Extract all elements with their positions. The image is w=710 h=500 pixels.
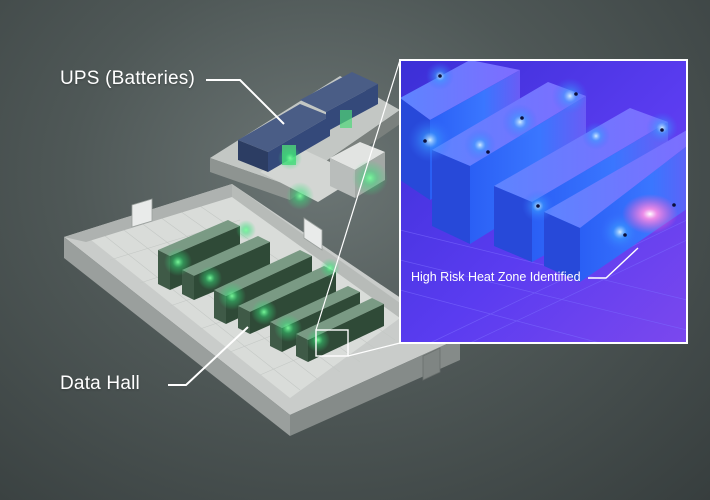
thermal-floor-grid	[400, 219, 687, 343]
zoom-source-box	[315, 329, 349, 357]
ups-callout-label: UPS (Batteries)	[60, 68, 195, 89]
door-interior	[303, 217, 323, 251]
rack-glows	[164, 146, 388, 352]
thermal-rack-2-end	[432, 150, 470, 244]
door-left	[131, 198, 153, 228]
door-front	[422, 347, 441, 381]
thermal-rack-3-top	[494, 108, 668, 202]
ups-room-wall-front	[210, 158, 290, 200]
rack-row-6-end	[296, 334, 308, 362]
thermal-inset-frame	[399, 59, 688, 344]
rack-row-2-end	[182, 270, 194, 300]
wall-front-right	[290, 338, 460, 436]
data-hall-leader-line	[168, 326, 249, 386]
heat-zone-callout-label: High Risk Heat Zone Identified	[411, 270, 581, 284]
ups-leader-line	[206, 79, 285, 125]
zoom-line-top	[315, 59, 401, 331]
rack-row-2-top	[182, 236, 270, 276]
heat-zone-leader-line	[588, 247, 639, 279]
rack-row-1-top	[158, 220, 240, 256]
data-hall-callout-label: Data Hall	[60, 373, 140, 394]
thermal-rack-1-top	[400, 60, 520, 120]
interior-wall	[232, 184, 400, 318]
thermal-rack-4-top	[544, 130, 687, 228]
thermal-rack-4-end	[544, 212, 580, 282]
thermal-inset	[399, 59, 688, 344]
zoom-line-bottom	[347, 342, 401, 357]
heat-hotspot	[622, 194, 678, 234]
thermal-sensors	[423, 74, 676, 237]
wall-front-left	[64, 237, 290, 436]
